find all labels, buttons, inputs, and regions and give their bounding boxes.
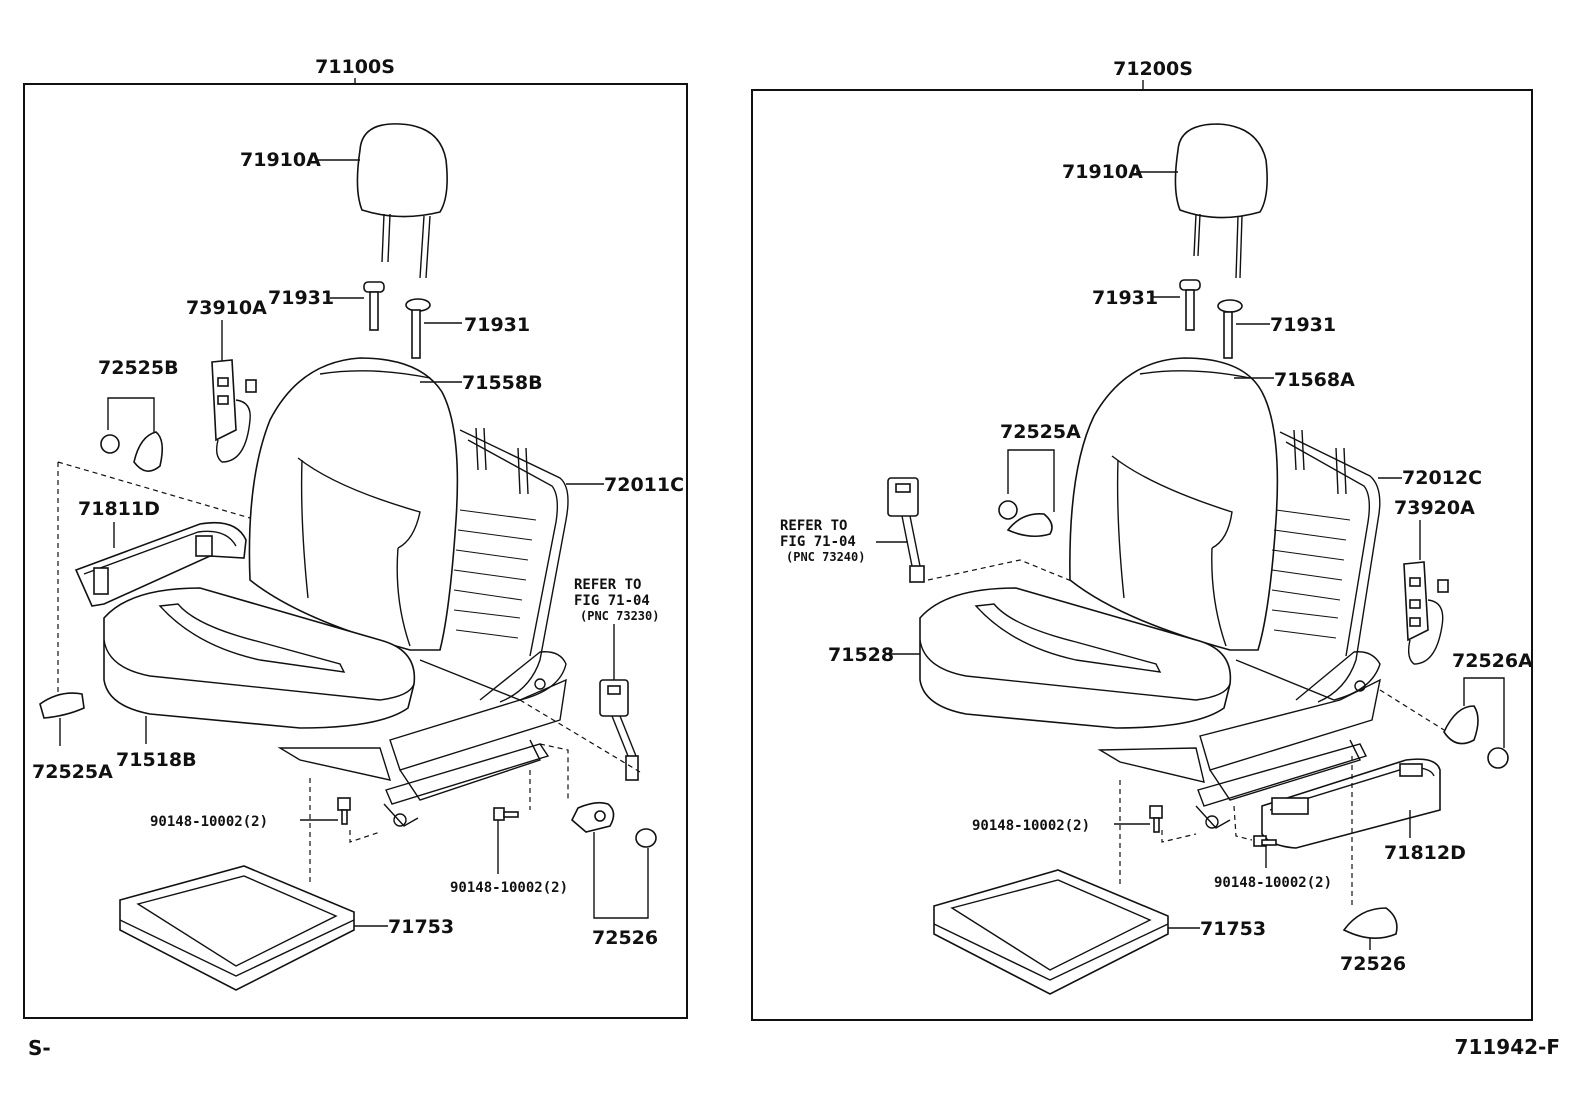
left-label-switch: 73910A — [186, 297, 267, 319]
left-cover-pair — [100, 431, 164, 472]
left-label-cover-c: 72526 — [592, 927, 658, 949]
left-label-shield: 71811D — [78, 498, 160, 520]
left-headrest — [356, 123, 448, 279]
left-tray — [119, 865, 355, 991]
left-frame — [277, 427, 569, 827]
right-title: 71200S — [1113, 58, 1193, 80]
right-label-headrest: 71910A — [1062, 161, 1143, 183]
right-label-cover-pair: 72525A — [1000, 421, 1081, 443]
right-label-bolt-b: 90148-10002(2) — [1214, 875, 1332, 891]
left-cover-a — [39, 692, 85, 719]
right-label-guide-b: 71931 — [1270, 314, 1336, 336]
left-assembly: 71100S 71910A 71931 71931 73910A — [23, 56, 688, 1019]
left-refer-1: REFER TO — [574, 577, 641, 593]
left-shield — [74, 521, 247, 607]
left-cushion — [103, 587, 416, 729]
left-bolt-b — [493, 807, 519, 821]
right-tray — [933, 869, 1169, 995]
right-cushion — [919, 587, 1232, 729]
right-refer-1: REFER TO — [780, 518, 847, 534]
right-shield — [1261, 758, 1441, 849]
right-cover-c — [1342, 907, 1398, 939]
right-guide-b — [1217, 299, 1243, 359]
right-switch — [1403, 561, 1449, 665]
right-guide-a — [1179, 279, 1201, 331]
right-label-bolt-a: 90148-10002(2) — [972, 818, 1090, 834]
left-bolt-a — [337, 797, 351, 825]
right-refer-3: (PNC 73240) — [786, 550, 865, 564]
right-refer-2: FIG 71-04 — [780, 534, 856, 550]
right-headrest — [1174, 123, 1268, 279]
left-title: 71100S — [315, 56, 395, 78]
right-label-frame: 72012C — [1402, 467, 1482, 489]
left-label-frame: 72011C — [604, 474, 684, 496]
left-label-cover-pair: 72525B — [98, 357, 179, 379]
right-label-shield: 71812D — [1384, 842, 1466, 864]
left-label-cushion: 71518B — [116, 749, 197, 771]
left-seatback — [248, 357, 459, 651]
right-cover-pair-b — [1443, 705, 1509, 769]
left-guide-b — [405, 298, 431, 359]
footer-figure-id: 711942-F — [1455, 1035, 1560, 1059]
right-label-cushion: 71528 — [828, 644, 894, 666]
right-label-guide-a: 71931 — [1092, 287, 1158, 309]
right-label-cover-pair-b: 72526A — [1452, 650, 1533, 672]
left-guide-a — [363, 281, 385, 331]
right-frame-box — [751, 89, 1533, 1021]
right-seatbelt-buckle — [887, 477, 925, 583]
left-label-back-cover: 71558B — [462, 372, 543, 394]
left-label-cover-a: 72525A — [32, 761, 113, 783]
left-label-bolt-a: 90148-10002(2) — [150, 814, 268, 830]
right-assembly: 71200S 71910A 71931 71931 — [751, 58, 1533, 1021]
left-label-headrest: 71910A — [240, 149, 321, 171]
footer-left-code: S- — [28, 1036, 51, 1060]
left-seatbelt-buckle — [599, 679, 639, 781]
right-label-back-cover: 71568A — [1274, 369, 1355, 391]
left-label-guide-a: 71931 — [268, 287, 334, 309]
right-label-cover-c: 72526 — [1340, 953, 1406, 975]
left-refer-2: FIG 71-04 — [574, 593, 650, 609]
right-frame — [1097, 429, 1381, 829]
left-switch — [211, 359, 257, 463]
right-bolt-a — [1149, 805, 1163, 833]
right-cover-pair — [998, 500, 1053, 538]
right-seatback — [1069, 357, 1279, 651]
left-label-guide-b: 71931 — [464, 314, 530, 336]
left-refer-3: (PNC 73230) — [580, 609, 659, 623]
right-label-tray: 71753 — [1200, 918, 1266, 940]
right-bolt-b — [1253, 835, 1277, 847]
left-label-bolt-b: 90148-10002(2) — [450, 880, 568, 896]
left-label-tray: 71753 — [388, 916, 454, 938]
left-cover-c — [571, 801, 657, 848]
right-label-switch: 73920A — [1394, 497, 1475, 519]
